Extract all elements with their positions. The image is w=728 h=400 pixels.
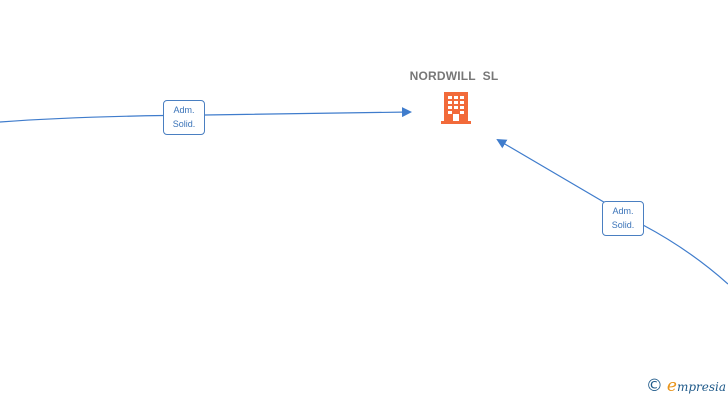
- edge-label-line2: Solid.: [172, 119, 196, 129]
- brand-initial: e: [666, 375, 677, 396]
- edge-label-line1: Adm.: [173, 105, 195, 115]
- edge-label-left[interactable]: Adm. Solid.: [163, 100, 205, 135]
- copyright-icon: ©: [645, 376, 663, 396]
- company-name-label[interactable]: NORDWILL SL: [409, 69, 499, 83]
- brand-rest: mpresia: [676, 379, 726, 394]
- edge-right: [496, 138, 728, 285]
- footer-brand: © empresia: [645, 376, 726, 396]
- brand-logo[interactable]: empresia: [667, 377, 726, 396]
- edge-left: [0, 107, 412, 123]
- edge-label-right[interactable]: Adm. Solid.: [602, 201, 644, 236]
- edge-label-line2: Solid.: [611, 220, 635, 230]
- edge-label-line1: Adm.: [612, 206, 634, 216]
- building-icon[interactable]: [438, 90, 474, 126]
